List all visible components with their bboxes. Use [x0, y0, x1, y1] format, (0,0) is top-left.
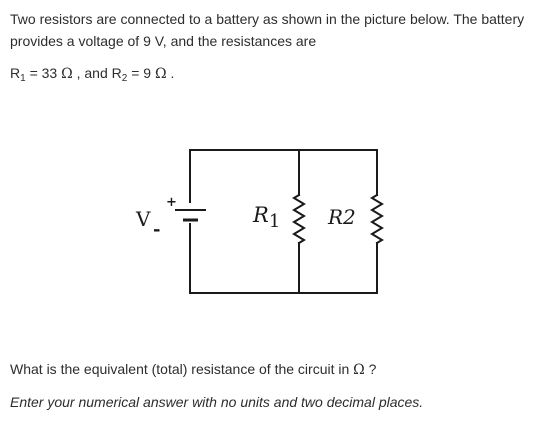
resistor-r1-zigzag	[292, 193, 306, 245]
question-unit: Ω	[353, 362, 365, 378]
question-body: What is the equivalent (total) resistanc…	[10, 361, 354, 377]
r1-subscript: 1	[20, 73, 26, 84]
resistor-r1-label: R1	[252, 203, 280, 232]
resistance-values: R1 = 33 Ω , and R2 = 9 Ω .	[10, 62, 538, 85]
question-end: ?	[364, 361, 377, 377]
battery-label: V	[135, 207, 151, 231]
r2-subscript: 2	[121, 73, 128, 84]
circuit-diagram: + V - R1 R2	[135, 149, 384, 294]
battery-plus-sign: +	[166, 195, 177, 210]
r2-symbol: R	[111, 65, 122, 81]
values-separator: , and	[72, 65, 112, 81]
values-end: .	[166, 65, 175, 81]
problem-intro: Two resistors are connected to a battery…	[10, 11, 525, 49]
resistor-r1-symbol: R	[252, 203, 269, 227]
resistor-r2-label: R2	[327, 205, 356, 229]
resistor-r2-zigzag	[370, 193, 384, 245]
battery-minus-sign: -	[153, 219, 160, 240]
r1-value: = 33	[25, 65, 62, 81]
resistor-r1-subscript: 1	[269, 211, 280, 232]
question-text: What is the equivalent (total) resistanc…	[10, 358, 538, 381]
answer-instruction: Enter your numerical answer with no unit…	[10, 394, 424, 410]
r1-unit: Ω	[61, 66, 73, 82]
r2-unit: Ω	[154, 66, 167, 82]
r1-symbol: R	[10, 65, 21, 81]
r2-value: = 9	[127, 65, 155, 81]
